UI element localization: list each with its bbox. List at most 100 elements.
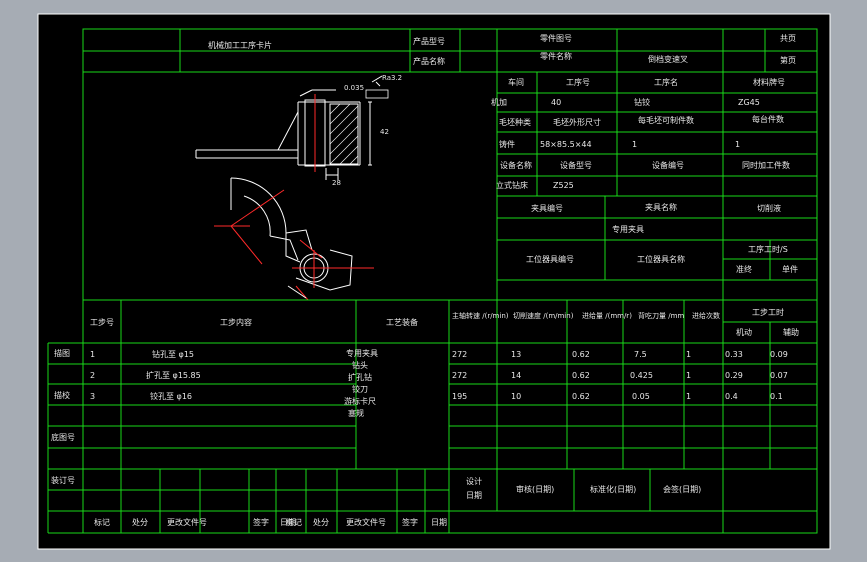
blanks-per-value: 1	[632, 140, 637, 149]
op-no-label: 工序号	[566, 77, 590, 87]
col-equipment: 工艺装备	[386, 317, 418, 327]
signature-table	[120, 469, 651, 533]
svg-text:10: 10	[511, 392, 521, 401]
part-drawing-no-label: 零件图号	[540, 33, 572, 43]
coolant-label: 切削液	[757, 203, 781, 213]
step-row: 3 铰孔至 φ16 195 10 0.62 0.05 1 0.4 0.1	[90, 391, 783, 401]
part-name-label: 零件名称	[540, 51, 572, 61]
inner-frame	[82, 28, 818, 534]
svg-text:2: 2	[90, 371, 95, 380]
svg-text:0.09: 0.09	[770, 350, 788, 359]
svg-text:1: 1	[90, 350, 95, 359]
col-hours: 工步工时	[752, 307, 784, 317]
base-no-label: 底图号	[51, 432, 75, 442]
material-label: 材料牌号	[753, 77, 785, 87]
binding-no-label: 装订号	[51, 475, 75, 485]
info-table	[497, 72, 817, 300]
dim-w-label: 28	[332, 179, 341, 187]
signature-label-2: 签字	[402, 517, 418, 527]
svg-text:扩孔钻: 扩孔钻	[348, 372, 372, 382]
header-table	[83, 29, 817, 300]
mark-label: 标记	[94, 517, 110, 527]
svg-text:272: 272	[452, 371, 467, 380]
svg-text:0.62: 0.62	[572, 350, 590, 359]
signature-label: 签字	[253, 517, 269, 527]
svg-text:专用夹具: 专用夹具	[346, 348, 378, 358]
outer-frame	[37, 13, 831, 550]
product-model-label: 产品型号	[413, 36, 445, 46]
workshop-label: 车间	[508, 77, 524, 87]
blank-type-value: 铸件	[499, 139, 515, 149]
blanks-per-label: 每毛坯可制件数	[638, 115, 694, 125]
svg-text:7.5: 7.5	[634, 350, 647, 359]
svg-text:0.62: 0.62	[572, 392, 590, 401]
col-feed: 进给量 /(mm/r)	[582, 311, 632, 320]
equip-name-value: 立式钻床	[496, 180, 528, 190]
part-drawing	[195, 75, 389, 301]
product-name-label: 产品名称	[413, 56, 445, 66]
col-speed: 主轴转速 /(r/min)	[452, 311, 509, 320]
col-machine: 机动	[736, 327, 752, 337]
workshop-value: 机加	[491, 97, 507, 107]
svg-text:1: 1	[686, 392, 691, 401]
svg-text:钻头: 钻头	[352, 360, 368, 370]
trace-label: 描图	[54, 348, 70, 358]
svg-text:0.29: 0.29	[725, 371, 743, 380]
parts-per-label: 每台件数	[752, 114, 784, 124]
col-cut-speed: 切削速度 /(m/min)	[513, 311, 574, 320]
svg-text:195: 195	[452, 392, 467, 401]
material-value: ZG45	[738, 98, 760, 107]
tol-label: 0.035	[344, 84, 364, 92]
station-tool-no-label: 工位器具编号	[526, 254, 574, 264]
op-name-label: 工序名	[654, 77, 678, 87]
equipment-list: 专用夹具 钻头 扩孔钻 铰刀 游标卡尺 塞规	[344, 348, 378, 418]
step-row: 1 钻孔至 φ15 272 13 0.62 7.5 1 0.33 0.09	[90, 349, 788, 359]
design-label: 设计	[466, 476, 482, 486]
svg-text:游标卡尺: 游标卡尺	[344, 396, 376, 406]
svg-text:0.05: 0.05	[632, 392, 650, 401]
blank-size-value: 58×85.5×44	[540, 140, 592, 149]
standard-label: 标准化(日期)	[590, 484, 636, 494]
page-no-label: 第页	[780, 55, 796, 65]
date-label-2: 日期	[431, 518, 447, 527]
svg-text:1: 1	[686, 350, 691, 359]
design-date-label: 日期	[466, 491, 482, 500]
steps-table	[48, 299, 817, 533]
countersign-label: 会签(日期)	[663, 484, 701, 494]
svg-text:13: 13	[511, 350, 521, 359]
prep-label: 准终	[736, 264, 752, 274]
dim-h-label: 42	[380, 128, 389, 136]
op-no-value: 40	[551, 98, 561, 107]
mark-label-2: 标记	[286, 517, 302, 527]
station-tool-name-label: 工位器具名称	[637, 254, 685, 264]
change-doc-label: 更改文件号	[167, 517, 207, 527]
date-label: 日期	[280, 518, 296, 527]
cad-drawing-canvas[interactable]	[38, 14, 830, 549]
svg-text:14: 14	[511, 371, 521, 380]
svg-text:钻孔至 φ15: 钻孔至 φ15	[152, 349, 194, 359]
roughness-label: Ra3.2	[382, 74, 402, 82]
svg-text:272: 272	[452, 350, 467, 359]
svg-text:铰孔至 φ16: 铰孔至 φ16	[150, 391, 192, 401]
card-title: 机械加工工序卡片	[208, 40, 272, 50]
op-name-value: 钻铰	[634, 97, 650, 107]
svg-text:0.4: 0.4	[725, 392, 738, 401]
svg-text:3: 3	[90, 392, 95, 401]
blank-type-label: 毛坯种类	[499, 117, 531, 127]
col-aux: 辅助	[783, 327, 799, 337]
svg-text:0.62: 0.62	[572, 371, 590, 380]
col-depth: 背吃刀量 /mm	[638, 311, 684, 320]
blank-size-label: 毛坯外形尺寸	[553, 117, 601, 127]
equip-name-label: 设备名称	[500, 160, 532, 170]
count-label: 处分	[132, 517, 148, 527]
step-row: 2 扩孔至 φ15.85 272 14 0.62 0.425 1 0.29 0.…	[90, 370, 788, 380]
part-name-value: 倒档变速叉	[648, 54, 688, 64]
svg-text:铰刀: 铰刀	[352, 384, 368, 394]
fixture-no-label: 夹具编号	[531, 203, 563, 213]
check-label: 描校	[54, 390, 70, 400]
svg-text:0.07: 0.07	[770, 371, 788, 380]
review-label: 审核(日期)	[516, 484, 554, 494]
col-content: 工步内容	[220, 317, 252, 327]
equip-model-label: 设备型号	[560, 160, 592, 170]
